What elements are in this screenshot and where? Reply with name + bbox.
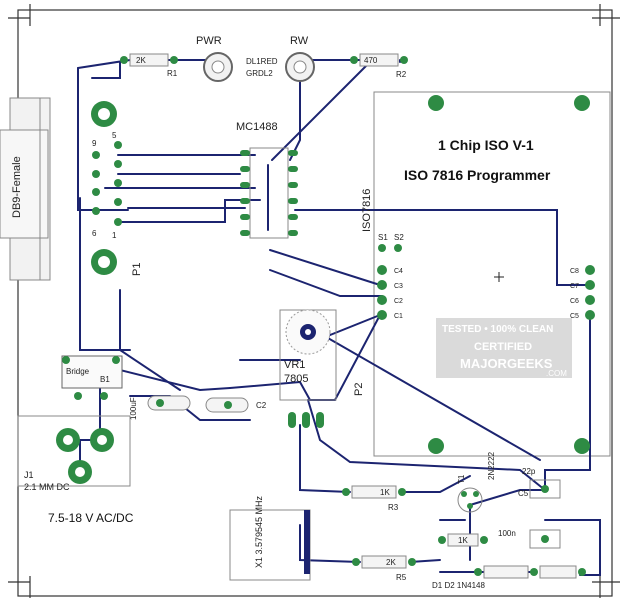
r2-ref: R2 — [396, 70, 407, 79]
xtal-label: X1 3.579545 MHz — [254, 495, 264, 568]
p2-label: P2 — [353, 383, 365, 396]
pin-s1: S1 — [378, 233, 388, 242]
diode-label: D1 D2 1N4148 — [432, 581, 485, 590]
resistor-r1 — [120, 53, 178, 67]
ic-label: MC1488 — [236, 121, 278, 133]
pin-s2: S2 — [394, 233, 404, 242]
pin-c4: C4 — [394, 268, 403, 275]
db9-holes — [91, 101, 117, 275]
card-pads-left — [377, 244, 402, 320]
supply-label: 7.5-18 V AC/DC — [48, 511, 134, 525]
watermark — [436, 318, 572, 378]
regulator-vr1 — [279, 309, 337, 428]
regulator-value: 7805 — [284, 373, 308, 385]
p1-label: P1 — [131, 263, 143, 276]
resistor-r3 — [342, 485, 406, 499]
r3-ref: R3 — [388, 503, 399, 512]
cap-100u-label: 100uF — [129, 397, 138, 420]
card-socket-area — [373, 91, 611, 457]
db9-pin-6: 6 — [92, 229, 97, 238]
db9-pin-1: 1 — [112, 231, 117, 240]
pin-c7: C7 — [570, 283, 579, 290]
resistor-r2 — [350, 53, 408, 67]
iso-label: ISO7816 — [361, 189, 373, 232]
jack-spec: 2.1 MM DC — [24, 482, 70, 492]
crystal-x1 — [229, 509, 311, 581]
pin-c6: C6 — [570, 298, 579, 305]
transistor-t1 — [457, 487, 483, 513]
watermark-line-4: .COM — [546, 369, 567, 378]
title-line-1: 1 Chip ISO V-1 — [438, 137, 534, 153]
pin-c8: C8 — [570, 268, 579, 275]
regulator-ref: VR1 — [284, 359, 305, 371]
db9-label: DB9-Female — [11, 156, 23, 218]
transistor-ref: T1 — [457, 474, 466, 484]
led-rw-label: RW — [290, 35, 309, 47]
card-center-mark — [494, 272, 504, 282]
led-pwr-label: PWR — [196, 35, 222, 47]
pin-c1: C1 — [394, 313, 403, 320]
watermark-line-1: TESTED • 100% CLEAN — [442, 324, 553, 335]
bridge-rectifier — [61, 355, 123, 400]
r4-value: 1K — [458, 536, 468, 545]
watermark-line-3: MAJORGEEKS — [460, 356, 553, 371]
r1-ref: R1 — [167, 69, 178, 78]
db9-pin-5: 5 — [112, 131, 117, 140]
led-sub2-label: GRDL2 — [246, 69, 273, 78]
pin-c3: C3 — [394, 283, 403, 290]
resistor-r4 — [438, 533, 488, 547]
title-line-2: ISO 7816 Programmer — [404, 167, 551, 183]
capacitor-22p — [529, 479, 561, 499]
r1-value: 2K — [136, 56, 146, 65]
r2-value: 470 — [364, 56, 378, 65]
db9-pins — [92, 141, 122, 226]
db9-pin-9: 9 — [92, 139, 97, 148]
pin-c2: C2 — [394, 298, 403, 305]
r5-value: 2K — [386, 558, 396, 567]
cap-22p-label: 22p — [522, 467, 536, 476]
capacitor-c1 — [147, 395, 191, 411]
jack-ref: J1 — [24, 470, 34, 480]
ic-mc1488 — [240, 147, 298, 239]
mounting-holes — [428, 95, 590, 454]
r5-ref: R5 — [396, 573, 407, 582]
cap-c2-label: C2 — [256, 401, 267, 410]
bridge-label: Bridge — [66, 367, 90, 376]
cap-100n-label: 100n — [498, 529, 516, 538]
led-rw — [285, 52, 315, 82]
watermark-line-2: CERTIFIED — [474, 341, 532, 353]
r3-value: 1K — [380, 488, 390, 497]
capacitor-100n — [529, 529, 561, 549]
capacitor-c2 — [205, 397, 249, 413]
resistor-r5 — [352, 555, 416, 569]
db9-connector — [0, 97, 51, 281]
led-sub-label: DL1RED — [246, 57, 278, 66]
led-pwr — [203, 52, 233, 82]
card-pads-right — [585, 265, 595, 320]
bridge-ref: B1 — [100, 375, 110, 384]
board-outline — [8, 4, 620, 598]
pin-c5: C5 — [570, 313, 579, 320]
cap-c5-label: C5 — [518, 489, 529, 498]
transistor-value: 2N2222 — [487, 451, 496, 480]
power-jack — [17, 415, 131, 487]
diodes — [474, 565, 586, 579]
